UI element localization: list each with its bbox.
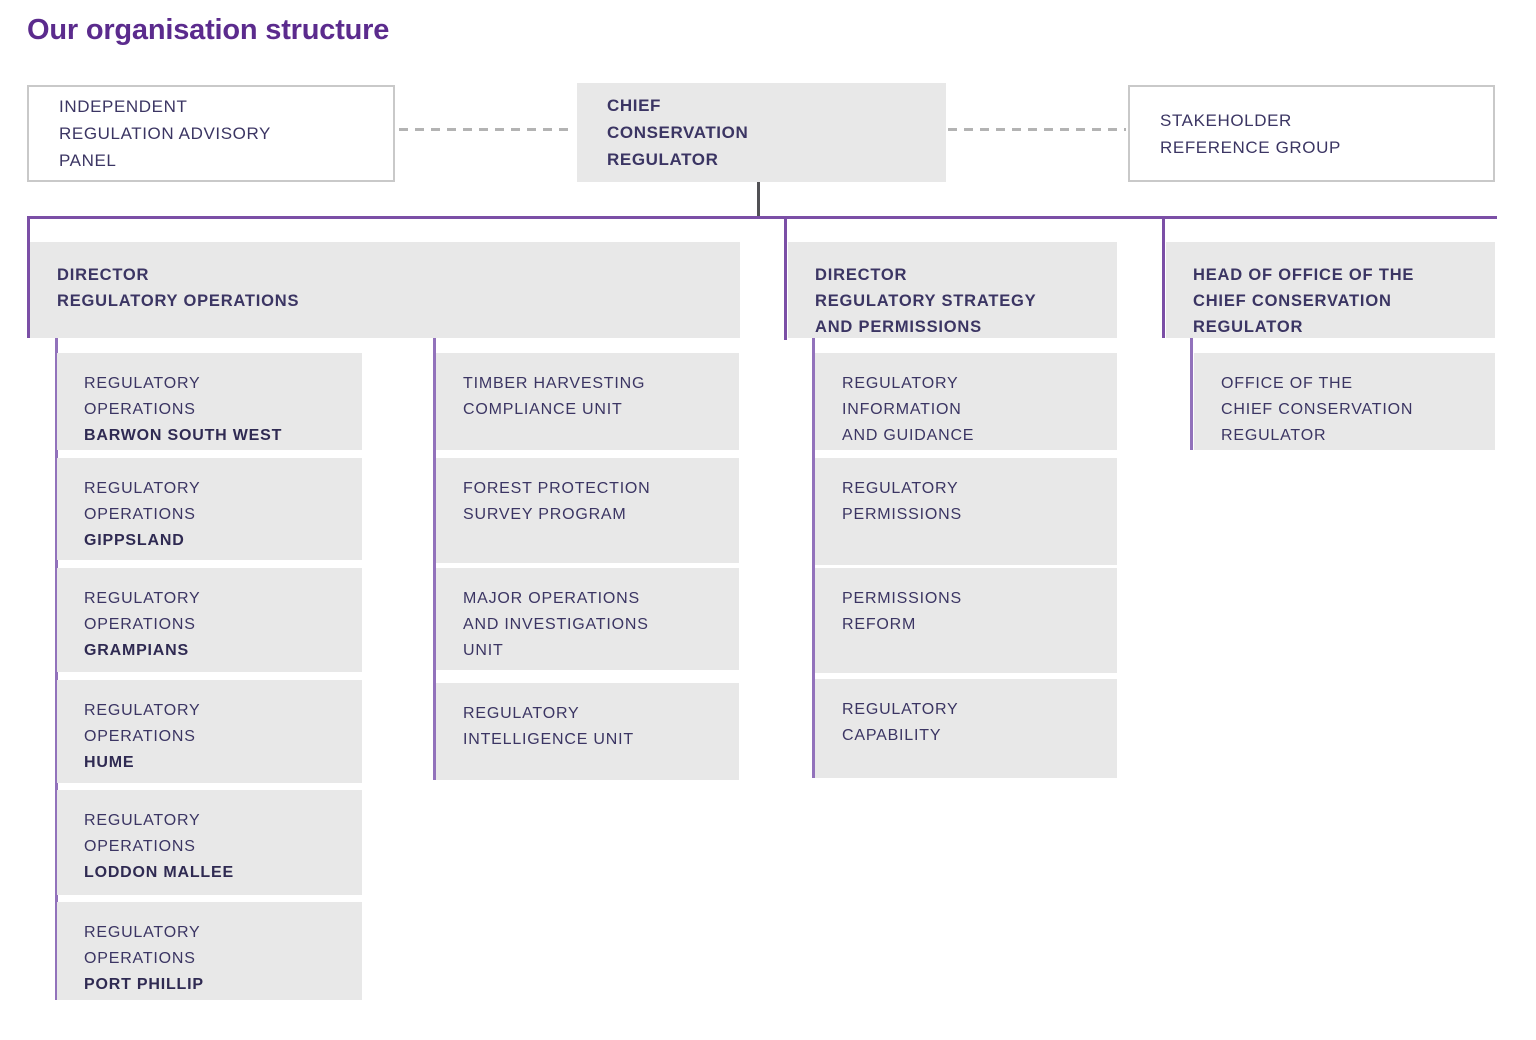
unit-box-regional-operations-1: REGULATORY OPERATIONS BARWON SOUTH WEST [57, 353, 362, 450]
box-label-line: REGULATOR [1221, 427, 1327, 444]
child-connector-strategy-units [812, 338, 815, 778]
box-label-line: STAKEHOLDER [1160, 110, 1292, 130]
chief-drop-connector [757, 182, 760, 217]
chief-conservation-regulator-box: CHIEF CONSERVATION REGULATOR [577, 83, 946, 182]
box-label-line: INFORMATION [842, 401, 962, 418]
head-of-office-box: HEAD OF OFFICE OF THE CHIEF CONSERVATION R… [1166, 242, 1495, 338]
unit-box-regional-operations-5: REGULATORY OPERATIONS LODDON MALLEE [57, 790, 362, 895]
unit-box-operations-units-2: FOREST PROTECTION SURVEY PROGRAM [436, 458, 739, 563]
unit-box-regional-operations-4: REGULATORY OPERATIONS HUME [57, 680, 362, 783]
box-label-line: PERMISSIONS [842, 506, 962, 523]
box-label-line: PANEL [59, 151, 117, 170]
box-label-line: COMPLIANCE UNIT [463, 401, 623, 418]
box-label-line: CAPABILITY [842, 727, 942, 744]
box-label-line: HEAD OF OFFICE OF THE [1193, 266, 1415, 284]
box-label-line: REGULATOR [1193, 318, 1304, 336]
box-label-line: OPERATIONS [84, 506, 196, 523]
unit-box-strategy-units-2: REGULATORY PERMISSIONS [815, 458, 1117, 565]
box-label-line: MAJOR OPERATIONS [463, 590, 640, 607]
box-label-line: REGULATORY [84, 924, 201, 941]
unit-box-strategy-units-4: REGULATORY CAPABILITY [815, 679, 1117, 778]
box-label-line: DIRECTOR [815, 266, 908, 284]
box-label-line: UNIT [463, 642, 504, 659]
unit-box-regional-operations-2: REGULATORY OPERATIONS GIPPSLAND [57, 458, 362, 560]
unit-box-operations-units-4: REGULATORY INTELLIGENCE UNIT [436, 683, 739, 780]
box-label-line: REGULATORY [84, 702, 201, 719]
box-label-line: AND INVESTIGATIONS [463, 616, 649, 633]
box-label-line: OPERATIONS [84, 838, 196, 855]
box-label-line: CHIEF CONSERVATION [1221, 401, 1414, 418]
box-label-line: OPERATIONS [84, 401, 196, 418]
unit-box-operations-units-1: TIMBER HARVESTING COMPLIANCE UNIT [436, 353, 739, 450]
director-regulatory-operations-box: DIRECTOR REGULATORY OPERATIONS [30, 242, 740, 338]
box-label-line-bold: PORT PHILLIP [84, 976, 204, 993]
box-label-line: DIRECTOR [57, 266, 150, 284]
box-label-line: OPERATIONS [84, 616, 196, 633]
box-label-line: REGULATOR [607, 150, 719, 169]
box-label-line: INTELLIGENCE UNIT [463, 731, 634, 748]
dashed-connector-left [399, 128, 575, 131]
box-label-line: REGULATORY [842, 375, 959, 392]
box-label-line: REGULATORY STRATEGY [815, 292, 1037, 310]
box-label-line: AND GUIDANCE [842, 427, 975, 444]
box-label-line: PERMISSIONS [842, 590, 962, 607]
unit-box-strategy-units-1: REGULATORY INFORMATION AND GUIDANCE [815, 353, 1117, 450]
child-connector-regional-operations [55, 338, 58, 1000]
branch-connector-head-office [1162, 216, 1165, 338]
box-label-line: REGULATORY OPERATIONS [57, 292, 300, 310]
box-label-line: OPERATIONS [84, 950, 196, 967]
child-connector-office-units [1190, 338, 1193, 450]
box-label-line: REGULATORY [84, 812, 201, 829]
box-label-line: SURVEY PROGRAM [463, 506, 627, 523]
box-label-line: REGULATORY [84, 590, 201, 607]
box-label-line-bold: LODDON MALLEE [84, 864, 234, 881]
director-regulatory-strategy-box: DIRECTOR REGULATORY STRATEGY AND PERMISSIO… [788, 242, 1117, 338]
box-label-line: REGULATION ADVISORY [59, 124, 271, 143]
unit-box-operations-units-3: MAJOR OPERATIONS AND INVESTIGATIONS UNIT [436, 568, 739, 670]
box-label-line-bold: GRAMPIANS [84, 642, 189, 659]
unit-box-regional-operations-6: REGULATORY OPERATIONS PORT PHILLIP [57, 902, 362, 1000]
dashed-connector-right [948, 128, 1126, 131]
box-label-line-bold: GIPPSLAND [84, 532, 185, 549]
independent-regulation-advisory-panel-box: INDEPENDENT REGULATION ADVISORY PANEL [27, 85, 395, 182]
box-label-line: OPERATIONS [84, 728, 196, 745]
unit-box-regional-operations-3: REGULATORY OPERATIONS GRAMPIANS [57, 568, 362, 672]
unit-box-office-units-1: OFFICE OF THE CHIEF CONSERVATION REGULATOR [1194, 353, 1495, 450]
box-label-line: CONSERVATION [607, 123, 749, 142]
horizontal-spine-connector [27, 216, 1497, 219]
box-label-line: INDEPENDENT [59, 97, 188, 116]
box-label-line: REGULATORY [842, 480, 959, 497]
unit-box-strategy-units-3: PERMISSIONS REFORM [815, 568, 1117, 673]
box-label-line: REGULATORY [84, 375, 201, 392]
branch-connector-strategy [784, 216, 787, 340]
box-label-line: CHIEF CONSERVATION [1193, 292, 1392, 310]
page-title: Our organisation structure [27, 14, 390, 46]
box-label-line-bold: HUME [84, 754, 135, 771]
child-connector-operations-units [433, 338, 436, 780]
branch-connector-operations [27, 216, 30, 338]
box-label-line: REFORM [842, 616, 917, 633]
box-label-line: REGULATORY [842, 701, 959, 718]
box-label-line: TIMBER HARVESTING [463, 375, 646, 392]
box-label-line-bold: BARWON SOUTH WEST [84, 427, 283, 444]
box-label-line: REGULATORY [463, 705, 580, 722]
box-label-line: REGULATORY [84, 480, 201, 497]
box-label-line: FOREST PROTECTION [463, 480, 651, 497]
box-label-line: REFERENCE GROUP [1160, 137, 1341, 157]
stakeholder-reference-group-box: STAKEHOLDER REFERENCE GROUP [1128, 85, 1495, 182]
box-label-line: OFFICE OF THE [1221, 375, 1353, 392]
box-label-line: CHIEF [607, 96, 661, 115]
box-label-line: AND PERMISSIONS [815, 318, 982, 336]
